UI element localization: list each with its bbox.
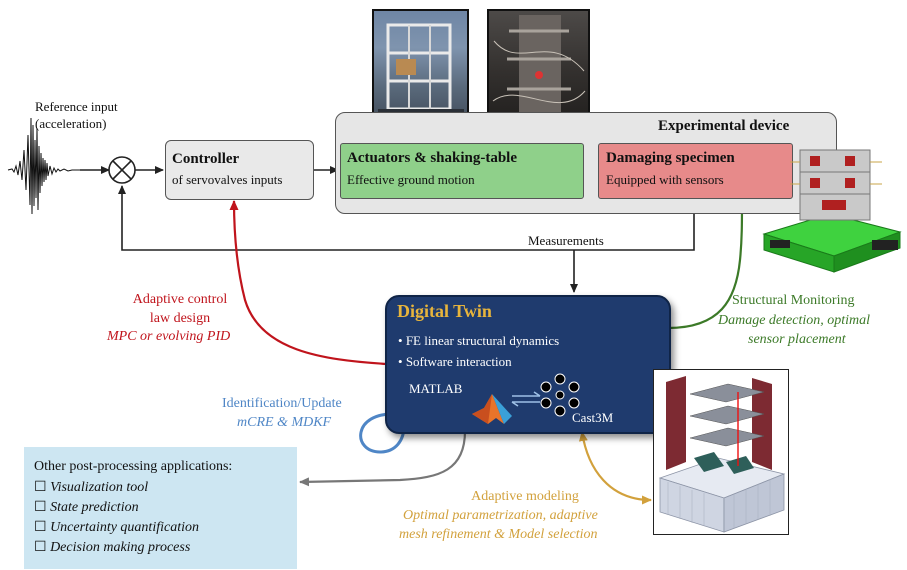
reference-input-unit: (acceleration) xyxy=(35,116,107,131)
summing-junction-icon xyxy=(108,156,136,184)
structure-3d-model-image xyxy=(760,132,907,287)
controller-subtitle: of servovalves inputs xyxy=(172,172,283,187)
checkbox-icon: ☐ xyxy=(34,480,47,495)
checkbox-icon: ☐ xyxy=(34,540,47,555)
post-processing-title: Other post-processing applications: xyxy=(34,459,233,474)
post-processing-panel xyxy=(24,447,297,569)
controller-block xyxy=(165,140,314,200)
digital-twin-block xyxy=(385,295,671,434)
fe-model-image xyxy=(653,369,789,535)
post-processing-item: ☐ Visualization tool xyxy=(34,480,149,495)
post-processing-item: ☐ Uncertainty quantification xyxy=(34,520,199,535)
specimen-title: Damaging specimen xyxy=(606,150,735,166)
experimental-device-title: Experimental device xyxy=(658,118,790,134)
damaging-specimen-block xyxy=(598,143,793,199)
actuators-title: Actuators & shaking-table xyxy=(347,150,518,166)
post-processing-item: ☐ Decision making process xyxy=(34,540,191,555)
matlab-label: MATLAB xyxy=(409,381,463,396)
specimen-subtitle: Equipped with sensors xyxy=(606,172,724,187)
actuators-subtitle: Effective ground motion xyxy=(347,172,475,187)
adaptive-control-label: Adaptive control xyxy=(132,292,228,307)
measurements-label: Measurements xyxy=(528,233,604,248)
adaptive-control-label-2: law design xyxy=(149,311,211,326)
cast3m-label: Cast3M xyxy=(572,410,614,425)
adaptive-modeling-detail: Optimal parametrization, adaptive xyxy=(403,508,598,523)
actuators-block xyxy=(340,143,584,199)
post-processing-item: ☐ State prediction xyxy=(34,500,139,515)
digital-twin-bullet-2: • Software interaction xyxy=(398,354,512,369)
controller-title: Controller xyxy=(172,151,240,167)
structural-monitoring-detail: Damage detection, optimal xyxy=(718,313,871,328)
structural-monitoring-detail-2: sensor placement xyxy=(748,332,846,347)
adaptive-control-methods: MPC or evolving PID xyxy=(107,329,231,344)
digital-twin-bullet-1: • FE linear structural dynamics xyxy=(398,333,560,348)
checkbox-icon: ☐ xyxy=(34,520,47,535)
structural-monitoring-label: Structural Monitoring xyxy=(732,293,855,308)
reference-input-label: Reference input xyxy=(35,99,118,114)
seismic-signal-icon xyxy=(7,117,80,215)
bidirectional-arrow-icon xyxy=(508,391,544,407)
matlab-logo-icon xyxy=(470,388,514,428)
cast3m-logo-icon xyxy=(538,373,582,417)
adaptive-modeling-label: Adaptive modeling xyxy=(471,489,579,504)
digital-twin-title: Digital Twin xyxy=(397,301,492,321)
adaptive-modeling-detail-2: mesh refinement & Model selection xyxy=(399,527,598,542)
identification-methods: mCRE & MDKF xyxy=(237,415,332,430)
identification-label: Identification/Update xyxy=(222,396,342,411)
checkbox-icon: ☐ xyxy=(34,500,47,515)
